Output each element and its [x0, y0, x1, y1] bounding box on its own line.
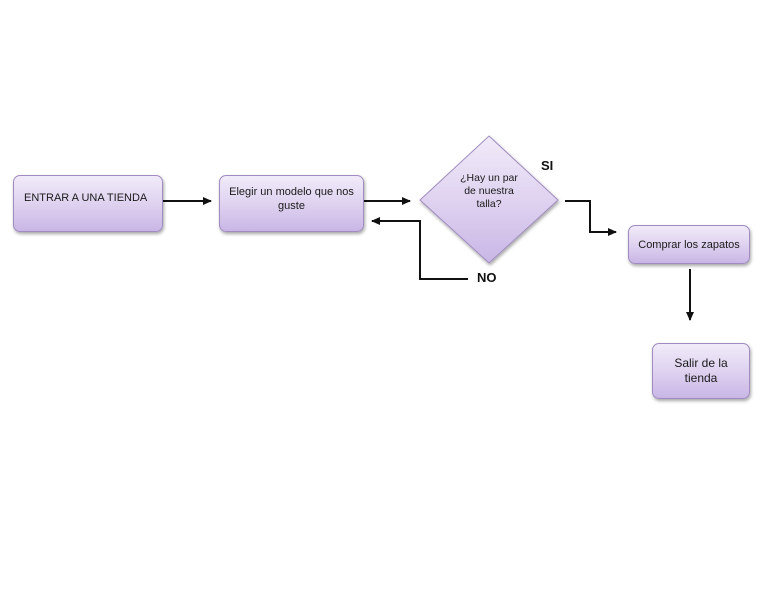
- node-choose-model-label: Elegir un modelo que nos guste: [229, 186, 354, 212]
- node-enter-store-label: ENTRAR A UNA TIENDA: [24, 191, 148, 204]
- branch-no-label: NO: [477, 270, 497, 285]
- node-buy-shoes: Comprar los zapatos: [628, 225, 750, 264]
- decision-diamond: [419, 135, 559, 264]
- node-leave-store: Salir de la tienda: [652, 343, 750, 399]
- node-enter-store: ENTRAR A UNA TIENDA: [13, 175, 163, 232]
- branch-yes-label: SI: [541, 158, 554, 173]
- node-buy-shoes-label: Comprar los zapatos: [638, 238, 740, 251]
- node-size-question-label: ¿Hay un par de nuestra talla?: [460, 172, 518, 210]
- arrow-yes-to-buy: [565, 200, 617, 236]
- node-leave-store-label: Salir de la tienda: [674, 356, 728, 385]
- node-choose-model: Elegir un modelo que nos guste: [219, 175, 364, 232]
- arrow-no-loop: [371, 217, 468, 280]
